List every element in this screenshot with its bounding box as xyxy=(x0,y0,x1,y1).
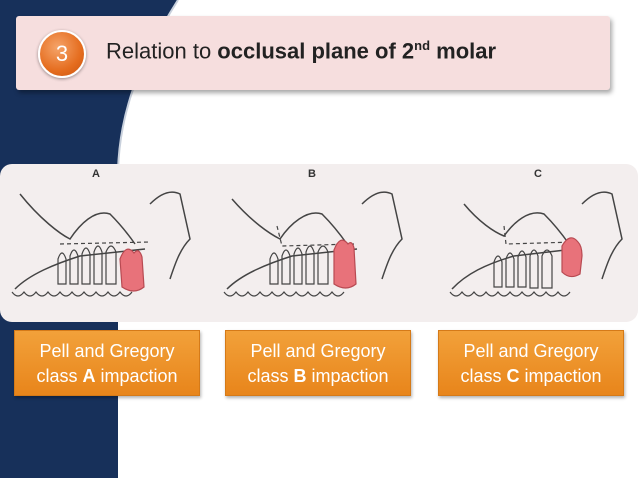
panel-letter-b: B xyxy=(308,168,316,180)
caption-a-line1: Pell and Gregory xyxy=(39,341,175,361)
panel-c: C xyxy=(424,164,638,322)
caption-b-line2: class B impaction xyxy=(226,364,410,389)
slide-title: Relation to occlusal plane of 2nd molar xyxy=(106,38,496,64)
caption-class-b: Pell and Gregory class B impaction xyxy=(225,330,411,396)
caption-c-post: impaction xyxy=(519,366,602,386)
caption-class-a: Pell and Gregory class A impaction xyxy=(14,330,200,396)
caption-c-pre: class xyxy=(460,366,507,386)
caption-c-class: C xyxy=(506,366,520,386)
caption-c-line1: Pell and Gregory xyxy=(463,341,599,361)
title-bold: occlusal plane of 2 xyxy=(217,38,415,64)
step-number-badge: 3 xyxy=(38,30,86,78)
title-superscript: nd xyxy=(414,38,431,53)
caption-a-line2: class A impaction xyxy=(15,364,199,389)
header-bar: 3 Relation to occlusal plane of 2nd mola… xyxy=(16,16,610,90)
jaw-diagram-b xyxy=(223,191,403,297)
jaw-diagram-c xyxy=(449,191,623,297)
caption-a-pre: class xyxy=(36,366,83,386)
panel-a: A xyxy=(0,164,212,322)
caption-b-post: impaction xyxy=(306,366,389,386)
caption-class-c: Pell and Gregory class C impaction xyxy=(438,330,624,396)
caption-c-line2: class C impaction xyxy=(439,364,623,389)
caption-b-line1: Pell and Gregory xyxy=(250,341,386,361)
panel-letter-c: C xyxy=(534,168,542,180)
jaw-diagram-a xyxy=(11,191,191,297)
caption-a-post: impaction xyxy=(95,366,178,386)
panel-letter-a: A xyxy=(92,168,100,180)
title-suffix: molar xyxy=(430,38,497,64)
caption-b-class: B xyxy=(293,366,307,386)
caption-a-class: A xyxy=(82,366,96,386)
caption-b-pre: class xyxy=(247,366,294,386)
impaction-figure: A B C xyxy=(0,164,638,322)
panel-b: B xyxy=(212,164,424,322)
title-prefix: Relation to xyxy=(106,38,218,64)
